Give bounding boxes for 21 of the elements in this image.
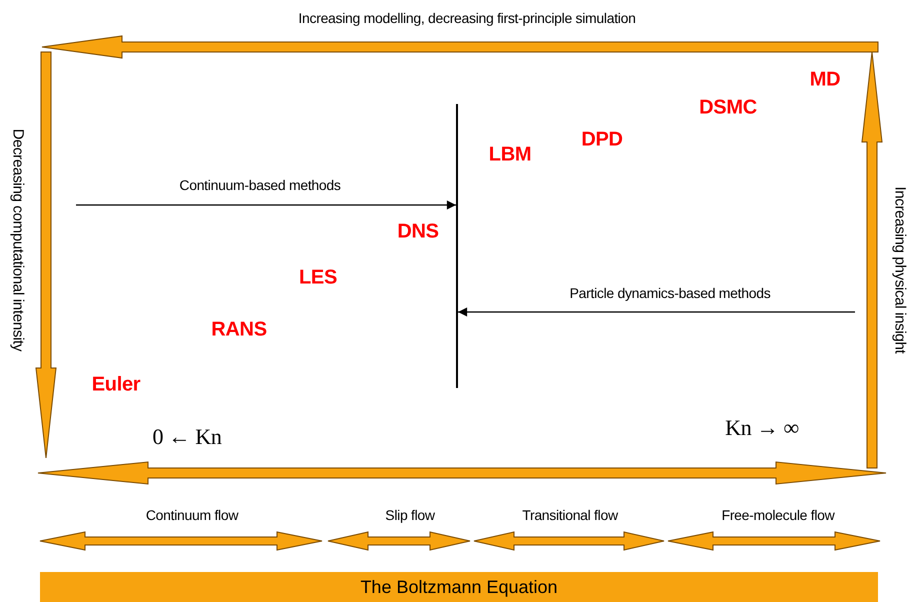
method-label: Euler bbox=[92, 374, 140, 396]
bar-title: The Boltzmann Equation bbox=[360, 576, 558, 598]
knudsen-label: Kn → ∞ bbox=[725, 415, 799, 441]
method-label: LBM bbox=[488, 144, 532, 166]
method-label: RANS bbox=[211, 318, 267, 342]
equation-bar bbox=[40, 572, 878, 602]
method-label: DSMC bbox=[699, 96, 757, 120]
method-label: MD bbox=[810, 68, 840, 92]
axis-label: Decreasing computational intensity bbox=[10, 128, 26, 352]
axis-label: Increasing physical insight bbox=[892, 186, 908, 354]
method-label: DNS bbox=[397, 220, 439, 244]
axis-label: Increasing modelling, decreasing first-principle simulation bbox=[298, 10, 636, 26]
method-label: DPD bbox=[581, 128, 623, 152]
regime-label: Continuum flow bbox=[146, 507, 238, 523]
regime-label: Transitional flow bbox=[522, 507, 618, 523]
arrow-label: Particle dynamics-based methods bbox=[570, 285, 770, 301]
regime-label: Free-molecule flow bbox=[722, 507, 834, 523]
method-label: LES bbox=[299, 266, 337, 290]
arrow-label: Continuum-based methods bbox=[179, 177, 341, 193]
regime-label: Slip flow bbox=[385, 507, 435, 523]
knudsen-label: 0 ← Kn bbox=[152, 424, 222, 450]
